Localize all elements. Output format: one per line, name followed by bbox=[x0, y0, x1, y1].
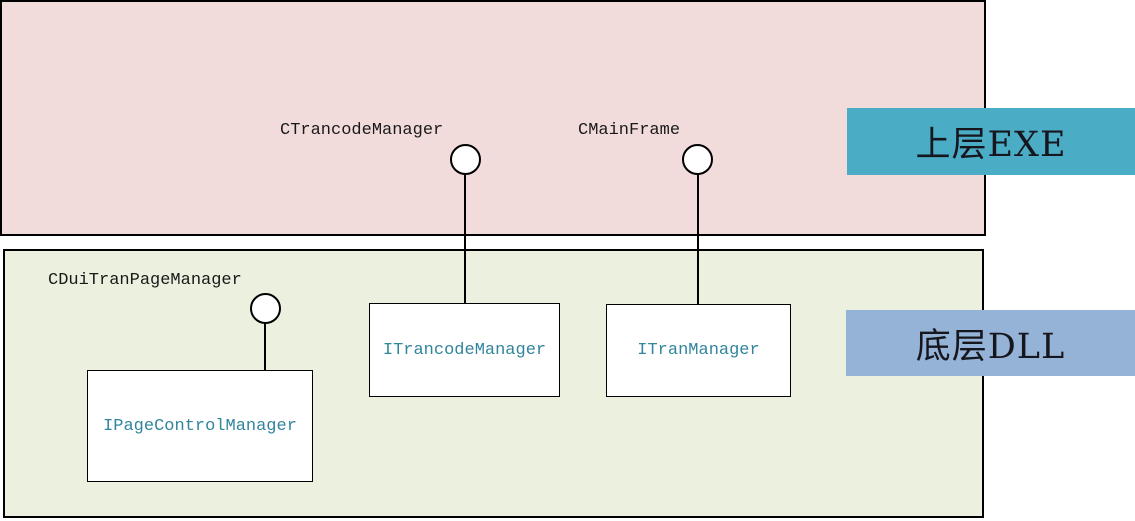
upper-layer-tag: 上层EXE bbox=[847, 108, 1135, 175]
interface-box-itrancodemanager: ITrancodeManager bbox=[369, 303, 560, 397]
interface-box-itranmanager: ITranManager bbox=[606, 304, 791, 397]
lollipop-circle-ctrancodemanager bbox=[450, 144, 481, 175]
upper-exe-layer-box bbox=[0, 0, 986, 236]
class-label-ctrancodemanager: CTrancodeManager bbox=[280, 121, 444, 140]
lower-layer-tag: 底层DLL bbox=[846, 310, 1135, 376]
connector-cduitranpagemanager-to-ipagecontrolmanager bbox=[264, 323, 266, 371]
interface-box-ipagecontrolmanager: IPageControlManager bbox=[87, 370, 313, 482]
class-label-cmainframe: CMainFrame bbox=[578, 121, 681, 140]
lollipop-circle-cmainframe bbox=[682, 144, 713, 175]
connector-ctrancodemanager-to-itrancodemanager bbox=[464, 174, 466, 304]
class-label-cduitranpagemanager: CDuiTranPageManager bbox=[48, 271, 242, 290]
lollipop-circle-cduitranpagemanager bbox=[250, 293, 281, 324]
connector-cmainframe-to-itranmanager bbox=[697, 174, 699, 305]
